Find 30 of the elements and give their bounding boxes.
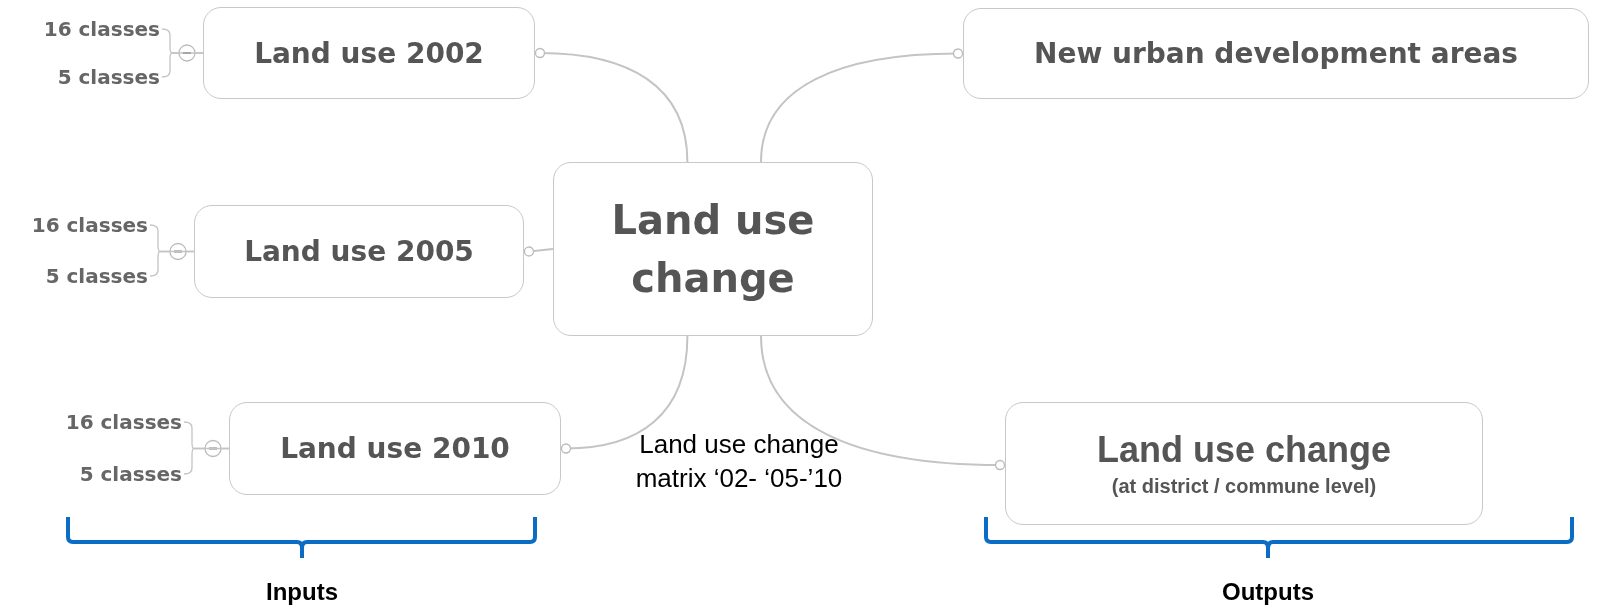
class-count-text: 16 classes (65, 410, 182, 434)
topic-box (963, 8, 1589, 99)
note-text: Land use change matrix ‘02- ‘05-’10 (634, 428, 844, 495)
curved-connector (523, 246, 554, 257)
curved-connector (760, 48, 964, 163)
topic-box (203, 7, 535, 99)
topic-title: Land use 2005 (244, 235, 474, 268)
bracket-connector (161, 52, 204, 78)
bracket-connector (149, 250, 195, 277)
group-label: Inputs (265, 577, 339, 607)
class-count-text: 5 classes (57, 65, 160, 89)
class-count-text: 16 classes (31, 213, 148, 237)
topic-title: Land use 2010 (280, 432, 510, 465)
class-count-text: 16 classes (43, 17, 160, 41)
curved-connector (560, 335, 689, 454)
topic-subtitle: (at district / commune level) (1111, 475, 1377, 498)
curved-connector (760, 335, 1006, 471)
central-topic-box (553, 162, 873, 336)
topic-box (229, 402, 561, 495)
class-count-text: 5 classes (79, 462, 182, 486)
topic-box (1005, 402, 1483, 525)
topic-title: New urban development areas (1033, 37, 1518, 70)
bracket-connector (183, 447, 230, 475)
topic-title: Land use change (1096, 429, 1392, 471)
class-count-text: 5 classes (45, 264, 148, 288)
topic-title: Land use 2002 (254, 36, 484, 70)
group-label: Outputs (1221, 577, 1315, 607)
central-topic-text: Land use change (610, 196, 816, 303)
topic-box (194, 205, 524, 298)
curved-connector (534, 47, 689, 163)
